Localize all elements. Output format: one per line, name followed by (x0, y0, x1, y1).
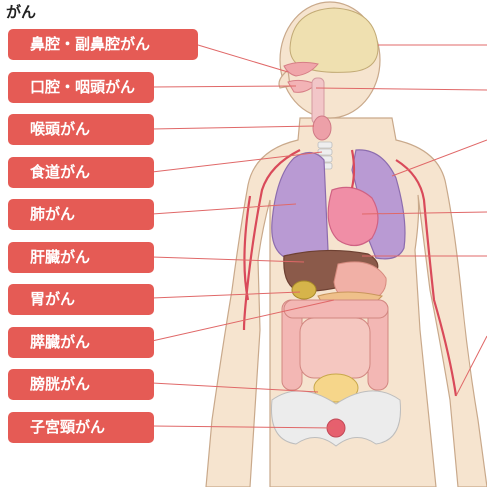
label-nasal-sinus-cancer[interactable]: 鼻腔・副鼻腔がん (8, 29, 198, 60)
nasal-cavity-organ (283, 61, 319, 77)
gallbladder-organ (291, 280, 317, 300)
label-liver-cancer[interactable]: 肝臓がん (8, 241, 154, 273)
label-cervical-cancer[interactable]: 子宮頸がん (8, 411, 154, 443)
blood-vessels (242, 149, 458, 397)
label-oral-pharyngeal-cancer[interactable]: 口腔・咽頭がん (8, 71, 154, 103)
label-pancreatic-cancer[interactable]: 膵臓がん (8, 326, 154, 358)
cancer-label-list: 鼻腔・副鼻腔がん 口腔・咽頭がん 喉頭がん 食道がん 肺がん 肝臓がん 胃がん … (8, 29, 198, 454)
label-lung-cancer[interactable]: 肺がん (8, 199, 154, 230)
label-esophageal-cancer[interactable]: 食道がん (8, 156, 154, 188)
pelvis-bone (271, 390, 401, 447)
heart-organ (327, 186, 379, 247)
label-laryngeal-cancer[interactable]: 喉頭がん (8, 114, 154, 145)
bladder-organ (313, 373, 359, 403)
label-bladder-cancer[interactable]: 膀胱がん (8, 369, 154, 400)
larynx-organ (312, 115, 332, 141)
label-stomach-cancer[interactable]: 胃がん (8, 284, 154, 315)
intestines-organ (281, 299, 389, 391)
diagram-heading: がん (6, 3, 37, 21)
leader-lines (151, 44, 487, 429)
